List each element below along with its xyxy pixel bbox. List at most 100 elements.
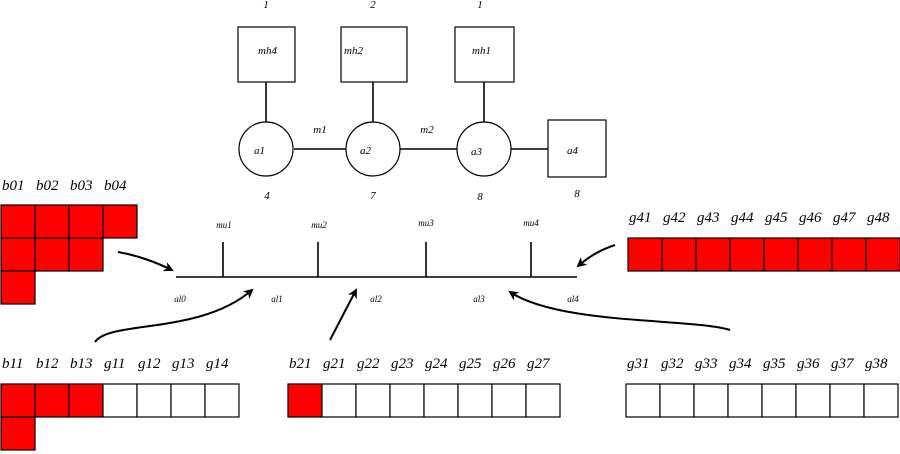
cell-label: g34 xyxy=(729,356,752,372)
cell xyxy=(457,383,493,418)
axis-tick-label-mu3: mu3 xyxy=(418,218,434,228)
node-number-a3: 8 xyxy=(477,191,483,203)
cell-label: b03 xyxy=(70,178,93,194)
cell-label: g43 xyxy=(697,210,720,226)
top-number-2: 2 xyxy=(370,0,376,11)
node-box-a4 xyxy=(547,119,607,178)
cell xyxy=(136,383,172,418)
cell-label: g32 xyxy=(661,356,684,372)
host-label-mh1: mh1 xyxy=(472,45,491,57)
cell-label: g35 xyxy=(763,356,786,372)
cell xyxy=(68,204,104,239)
link-label-m1: m1 xyxy=(313,124,326,136)
cell-label: g38 xyxy=(865,356,888,372)
cell-label: g33 xyxy=(695,356,718,372)
cell-label: g37 xyxy=(831,356,855,372)
host-label-mh2: mh2 xyxy=(344,45,363,57)
cell-label: g31 xyxy=(627,356,650,372)
cell xyxy=(525,383,561,418)
cell xyxy=(0,237,36,272)
node-number-a4: 8 xyxy=(574,188,580,200)
node-circle-a3 xyxy=(456,121,512,177)
cell xyxy=(761,383,797,418)
top-number-1: 1 xyxy=(263,0,269,11)
cell-group-g3: g31 g32 g33 g34 g35 g36 g37 g38 xyxy=(625,356,899,418)
cell xyxy=(693,383,729,418)
cell xyxy=(0,383,36,418)
arrow-b0-to-axis xyxy=(117,251,174,272)
cell-label: b12 xyxy=(36,356,59,372)
cell-label: g41 xyxy=(629,210,652,226)
top-number-3: 1 xyxy=(477,0,483,11)
cell xyxy=(797,237,833,272)
cell-label: g27 xyxy=(527,356,551,372)
cell xyxy=(625,383,661,418)
cell xyxy=(863,383,899,418)
arrow-b2g2-to-axis xyxy=(329,288,357,341)
cell xyxy=(170,383,206,418)
cell-label: g12 xyxy=(138,356,161,372)
node-number-a2: 7 xyxy=(370,190,376,202)
cell-label: b04 xyxy=(104,178,127,194)
cell-label: g44 xyxy=(731,210,754,226)
cell xyxy=(829,383,865,418)
cell-label: b02 xyxy=(36,178,59,194)
cell xyxy=(795,383,831,418)
arrow-g4-to-axis xyxy=(576,244,616,268)
cell-label: g13 xyxy=(172,356,195,372)
node-number-a1: 4 xyxy=(264,190,270,202)
cell xyxy=(661,237,697,272)
cell xyxy=(68,383,104,418)
host-box-mh1 xyxy=(454,26,515,83)
cell xyxy=(763,237,799,272)
cell-label: g48 xyxy=(867,210,890,226)
node-label-a4: a4 xyxy=(567,145,579,157)
cell-label: g36 xyxy=(797,356,820,372)
cell xyxy=(491,383,527,418)
axis-segment-label-al0: al0 xyxy=(174,294,186,304)
cell-label: g26 xyxy=(493,356,516,372)
cell xyxy=(287,383,323,418)
cell xyxy=(831,237,867,272)
link-label-m2: m2 xyxy=(420,124,434,136)
cell xyxy=(102,204,138,239)
cell-label: b13 xyxy=(70,356,93,372)
cell xyxy=(0,270,36,305)
cell xyxy=(321,383,357,418)
cell xyxy=(389,383,425,418)
axis-tick-label-mu2: mu2 xyxy=(311,220,327,230)
cell xyxy=(865,237,900,272)
cell xyxy=(729,237,765,272)
cell-label: g46 xyxy=(799,210,822,226)
axis-segment-label-al4: al4 xyxy=(567,294,579,304)
cell xyxy=(727,383,763,418)
cell-label: g47 xyxy=(833,210,857,226)
cell xyxy=(102,383,138,418)
arrow-g3-to-axis xyxy=(508,290,731,331)
node-label-a2: a2 xyxy=(360,145,372,157)
axis-tick-label-mu4: mu4 xyxy=(523,218,539,228)
cell-label: b11 xyxy=(2,356,23,372)
cell-label: g14 xyxy=(206,356,229,372)
axis-segment-label-al3: al3 xyxy=(473,294,485,304)
axis-tick-label-mu1: mu1 xyxy=(216,220,232,230)
cell xyxy=(627,237,663,272)
cell-label: b21 xyxy=(289,356,312,372)
node-label-a1: a1 xyxy=(254,145,265,157)
cell xyxy=(423,383,459,418)
host-box-mh2 xyxy=(340,26,408,83)
cell-label: g42 xyxy=(663,210,686,226)
cell-label: g25 xyxy=(459,356,482,372)
axis-segment-label-al2: al2 xyxy=(370,294,382,304)
node-label-a3: a3 xyxy=(471,146,483,158)
cell xyxy=(204,383,240,418)
cell-label: g22 xyxy=(357,356,380,372)
axis-segment-label-al1: al1 xyxy=(271,294,283,304)
cell xyxy=(355,383,391,418)
cell xyxy=(659,383,695,418)
host-label-mh4: mh4 xyxy=(258,45,277,57)
